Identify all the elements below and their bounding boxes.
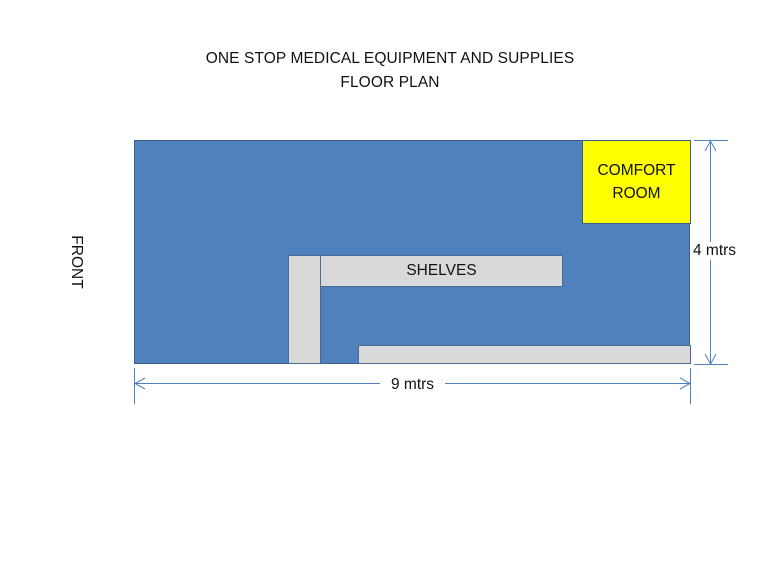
shelf-horizontal: SHELVES (320, 255, 563, 287)
width-arrow-left (133, 377, 146, 390)
shelf-bottom (358, 345, 691, 364)
comfort-room: COMFORT ROOM (582, 140, 691, 224)
width-arrow-right (679, 377, 692, 390)
shelves-label: SHELVES (406, 262, 477, 279)
width-dimension-label: 9 mtrs (380, 376, 446, 394)
height-dimension-label: 4 mtrs (692, 242, 738, 260)
diagram-title: ONE STOP MEDICAL EQUIPMENT AND SUPPLIES (205, 50, 575, 67)
diagram-subtitle: FLOOR PLAN (340, 74, 440, 91)
height-arrow-top (704, 139, 717, 152)
shelf-vertical (288, 255, 321, 364)
height-arrow-bottom (704, 353, 717, 366)
